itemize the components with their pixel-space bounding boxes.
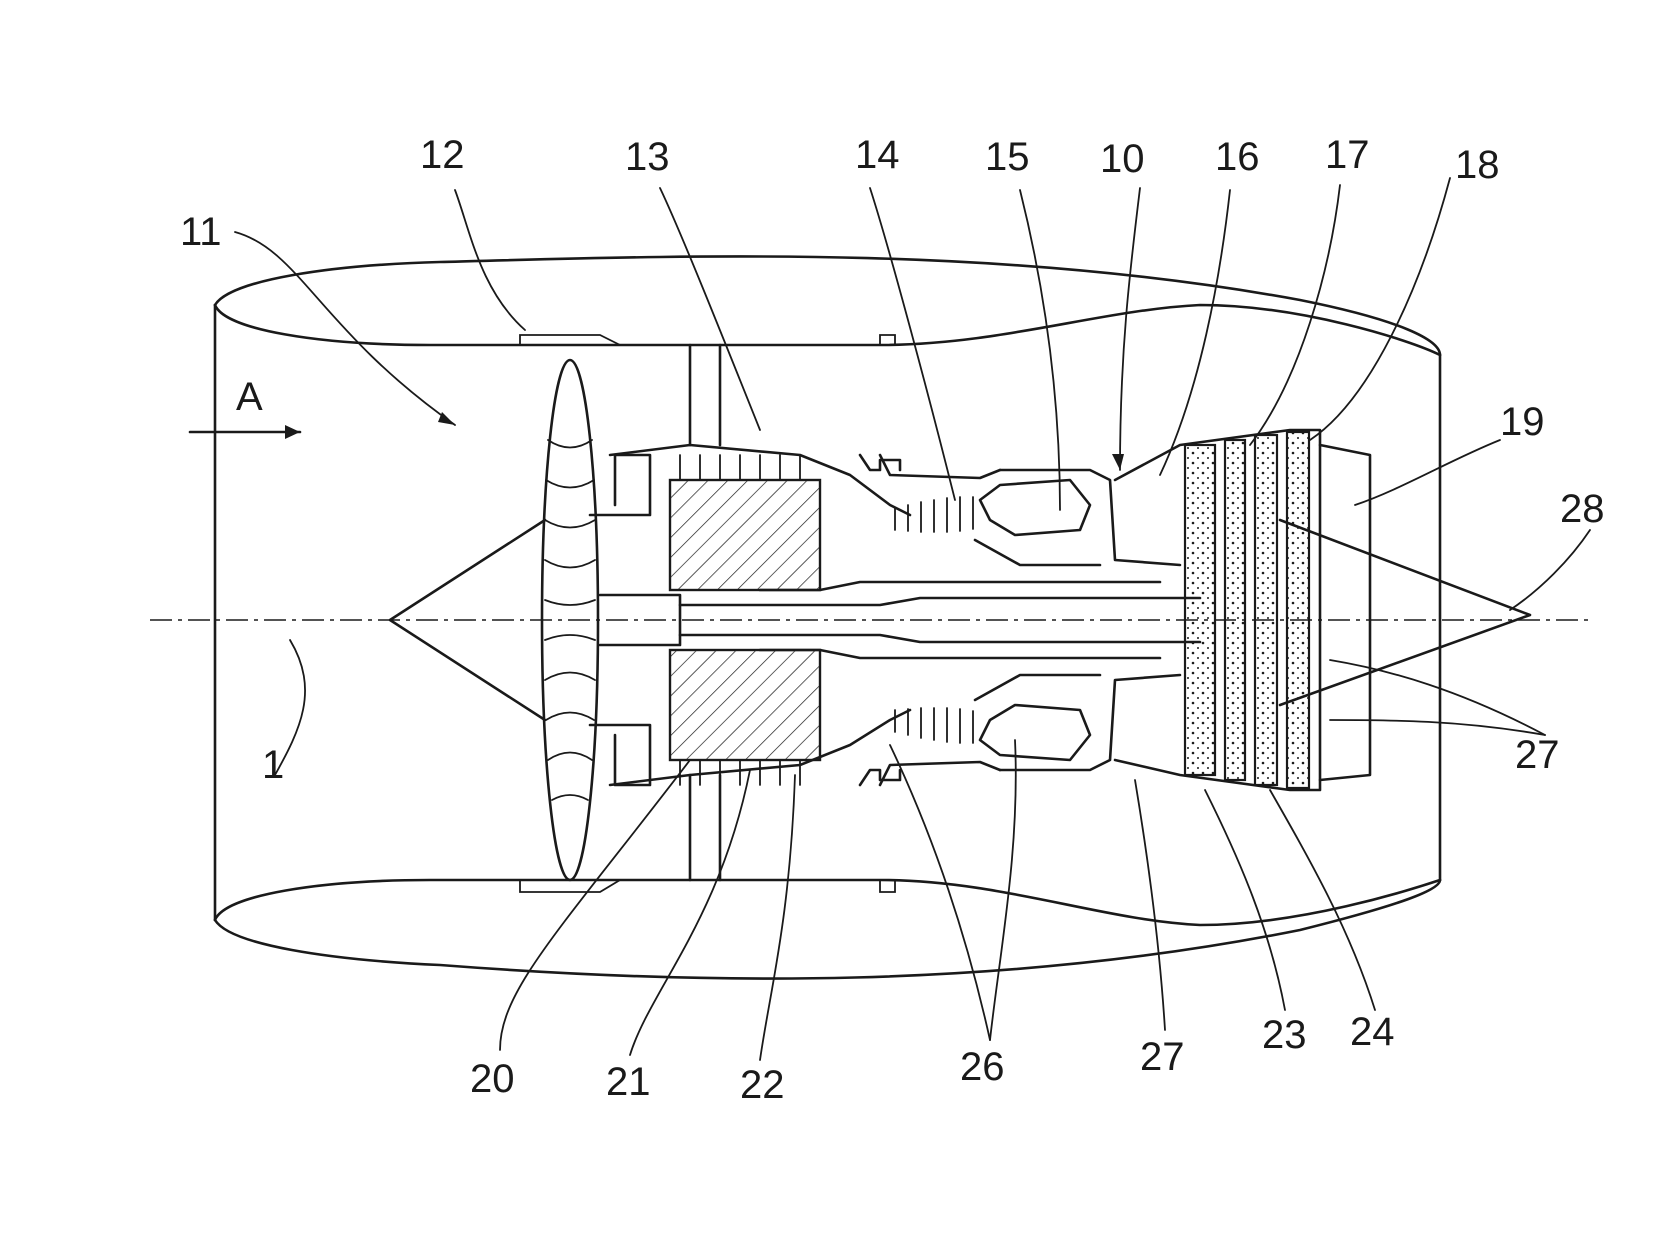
label-10: 10 <box>1100 137 1145 181</box>
label-11: 11 <box>180 210 222 254</box>
label-23: 23 <box>1262 1013 1307 1057</box>
label-27-bottom: 27 <box>1140 1035 1185 1079</box>
label-17: 17 <box>1325 133 1370 177</box>
compressor-section <box>610 345 1200 880</box>
label-24: 24 <box>1350 1010 1395 1054</box>
label-27-right: 27 <box>1515 733 1560 777</box>
lp-turbine-stage-2 <box>1255 435 1277 785</box>
label-26: 26 <box>960 1045 1005 1089</box>
leader-lines <box>235 178 1590 1060</box>
label-18: 18 <box>1455 143 1500 187</box>
lp-turbine-stage-1 <box>1225 440 1245 780</box>
label-20: 20 <box>470 1057 515 1101</box>
flow-label: A <box>236 375 263 419</box>
lp-turbine-stage-3 <box>1287 432 1309 788</box>
label-14: 14 <box>855 133 900 177</box>
label-16: 16 <box>1215 135 1260 179</box>
flow-arrow-a: A <box>190 375 300 439</box>
label-12: 12 <box>420 133 465 177</box>
label-1: 1 <box>262 743 284 787</box>
lp-compressor-rotor <box>670 480 820 590</box>
turbine-section <box>1115 430 1530 790</box>
label-13: 13 <box>625 135 670 179</box>
label-21: 21 <box>606 1060 651 1104</box>
label-19: 19 <box>1500 400 1545 444</box>
label-22: 22 <box>740 1063 785 1107</box>
hp-turbine <box>1185 445 1215 775</box>
label-28: 28 <box>1560 487 1605 531</box>
label-15: 15 <box>985 135 1030 179</box>
